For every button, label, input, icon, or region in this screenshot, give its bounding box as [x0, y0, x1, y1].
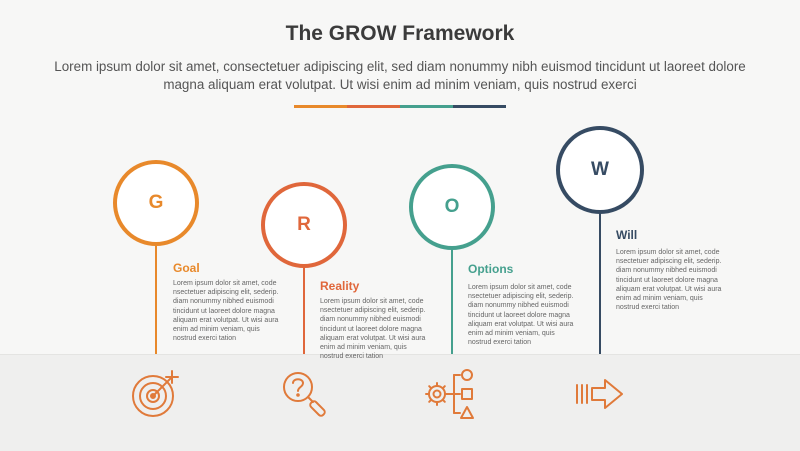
options-circle: O [409, 164, 495, 250]
will-description: Lorem ipsum dolor sit amet, code nsectet… [616, 249, 722, 312]
page-title: The GROW Framework [285, 22, 515, 45]
goal-description: Lorem ipsum dolor sit amet, code nsectet… [173, 280, 279, 343]
options-description: Lorem ipsum dolor sit amet, code nsectet… [468, 284, 574, 347]
reality-stem [303, 262, 305, 354]
reality-title: Reality [320, 279, 360, 293]
title-bar-options [400, 105, 453, 108]
goal-title: Goal [173, 261, 200, 275]
will-circle: W [556, 126, 644, 214]
arrow-right-icon [574, 377, 626, 411]
reality-letter: R [297, 214, 311, 235]
title-bar-will [453, 105, 506, 108]
target-icon [128, 367, 182, 421]
goal-letter: G [148, 192, 164, 213]
reality-description: Lorem ipsum dolor sit amet, code nsectet… [320, 298, 426, 361]
ground-band [0, 354, 800, 451]
goal-circle: G [113, 160, 199, 246]
goal-stem [155, 242, 157, 354]
options-letter: O [444, 196, 460, 217]
title-bar-reality [347, 105, 400, 108]
options-title: Options [468, 262, 514, 276]
will-title: Will [616, 228, 638, 242]
page-subtitle: Lorem ipsum dolor sit amet, consectetuer… [54, 59, 746, 92]
options-stem [451, 242, 453, 354]
will-letter: W [591, 159, 609, 180]
reality-circle: R [261, 182, 347, 268]
gear-options-icon [424, 367, 482, 423]
magnifier-question-icon [279, 369, 333, 419]
will-stem [599, 206, 601, 354]
title-bar-goal [294, 105, 347, 108]
